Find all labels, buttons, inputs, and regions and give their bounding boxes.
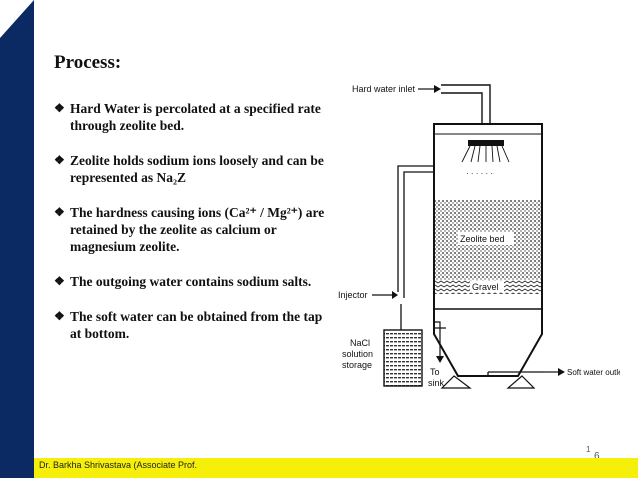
bullet-diamond-icon: ❖ <box>54 274 65 288</box>
page-number-superscript: 1 <box>586 445 591 454</box>
zeolite-label-box <box>458 232 514 245</box>
inlet-arrowhead <box>434 85 441 93</box>
sink-arrowhead <box>436 356 444 363</box>
bullet-diamond-icon: ❖ <box>54 153 65 167</box>
bullet-diamond-icon: ❖ <box>54 309 65 323</box>
bullet-item: ❖ The soft water can be obtained from th… <box>54 308 334 342</box>
hard-water-inlet-label: Hard water inlet <box>352 84 416 94</box>
page-number: 6 <box>594 451 600 462</box>
gravel-label: Gravel <box>472 282 499 292</box>
bullet-item: ❖ Hard Water is percolated at a specifie… <box>54 100 334 134</box>
support-leg-left <box>440 375 472 389</box>
to-sink-label-2: sink <box>428 378 445 388</box>
spray-lines <box>461 145 510 163</box>
injector-arrowhead <box>392 291 398 299</box>
footer-author: Dr. Barkha Shrivastava (Associate Prof. <box>39 460 198 470</box>
bullet-text: The hardness causing ions (Ca²⁺ / Mg²⁺) … <box>70 205 325 254</box>
bullet-item: ❖ Zeolite holds sodium ions loosely and … <box>54 152 334 186</box>
bullet-list: ❖ Hard Water is percolated at a specifie… <box>54 100 334 360</box>
outlet-pipe <box>487 371 544 376</box>
zeolite-softener-diagram: Hard water inlet · · · · · · Zeolite bed… <box>338 84 620 389</box>
bullet-text: The soft water can be obtained from the … <box>70 309 323 341</box>
bullet-diamond-icon: ❖ <box>54 101 65 115</box>
slide-title: Process: <box>54 52 122 73</box>
nacl-label-2: solution <box>342 349 373 359</box>
footer-bar: Dr. Barkha Shrivastava (Associate Prof. <box>34 458 638 478</box>
outlet-arrowhead <box>558 368 565 376</box>
nacl-tank <box>383 329 423 387</box>
sink-pipe <box>434 321 446 338</box>
sidebar-notch <box>0 0 34 38</box>
soft-water-outlet-label: Soft water outlet <box>567 368 620 377</box>
nacl-label-3: storage <box>342 360 372 370</box>
gravel-label-box <box>470 281 504 292</box>
bullet-text: The outgoing water contains sodium salts… <box>70 274 312 289</box>
support-leg-right <box>506 375 536 389</box>
zeolite-bed-label: Zeolite bed <box>460 234 505 244</box>
water-droplets: · · · · · · <box>466 169 493 178</box>
bullet-text: Hard Water is percolated at a specified … <box>70 101 321 133</box>
sprinkler-head <box>468 140 504 146</box>
bullet-item: ❖ The hardness causing ions (Ca²⁺ / Mg²⁺… <box>54 204 334 255</box>
injector-pipe <box>397 165 434 298</box>
left-sidebar-band <box>0 0 34 478</box>
bullet-diamond-icon: ❖ <box>54 205 65 219</box>
bullet-text: Zeolite holds sodium ions loosely and ca… <box>70 153 324 185</box>
bullet-item: ❖ The outgoing water contains sodium sal… <box>54 273 334 290</box>
nacl-label-1: NaCl <box>350 338 370 348</box>
to-sink-label-1: To <box>430 367 440 377</box>
injector-label: Injector <box>338 290 368 300</box>
